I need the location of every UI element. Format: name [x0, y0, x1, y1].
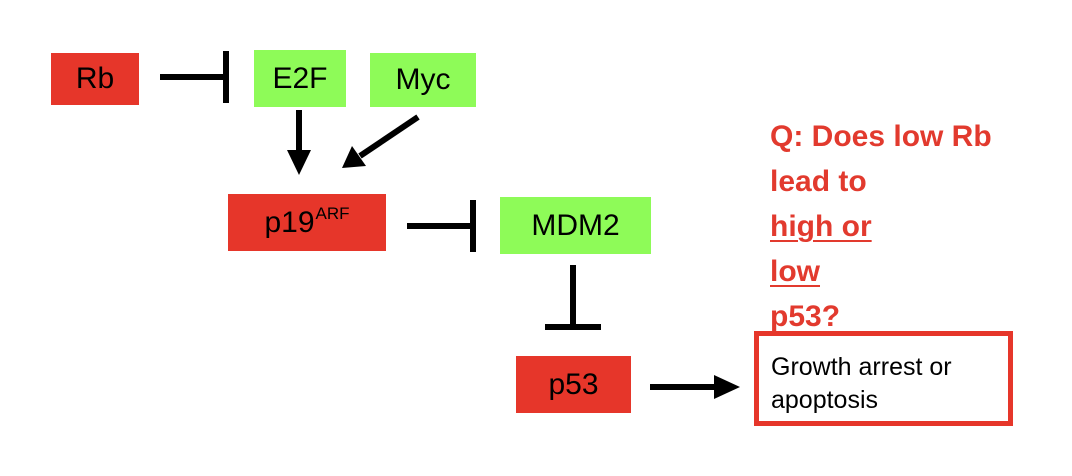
node-e2f: E2F — [254, 50, 346, 107]
outcome-line-2: apoptosis — [771, 386, 879, 414]
question-line-3-suffix: p53? — [770, 300, 841, 333]
edge-myc-activates-p19arf — [342, 114, 420, 168]
node-rb-label: Rb — [75, 62, 115, 95]
node-p19arf-label: p19ARF — [264, 203, 350, 239]
edge-mdm2-inhibits-p53 — [545, 265, 601, 330]
question-text: Q: Does low Rb lead to high or low p53? — [770, 114, 1050, 339]
outcome-line-1: Growth arrest or — [771, 353, 952, 381]
node-e2f-label: E2F — [272, 61, 328, 95]
question-emphasis-high-or: high or — [770, 210, 872, 243]
node-myc: Myc — [370, 53, 476, 107]
outcome-box: Growth arrest or apoptosis — [754, 331, 1013, 426]
node-myc-label: Myc — [395, 63, 451, 96]
node-p53: p53 — [516, 356, 631, 413]
question-emphasis-low: low — [770, 255, 820, 288]
edge-p53-activates-outcome — [650, 375, 740, 399]
node-p19arf: p19ARF — [228, 194, 386, 251]
node-mdm2: MDM2 — [500, 197, 651, 254]
edge-rb-inhibits-e2f — [160, 51, 229, 103]
node-p53-label: p53 — [548, 367, 599, 401]
question-line-2-prefix: lead to — [770, 165, 867, 198]
edge-p19arf-inhibits-mdm2 — [407, 200, 476, 252]
node-rb: Rb — [51, 53, 139, 105]
edge-e2f-activates-p19arf — [287, 110, 311, 175]
question-line-3: low p53? — [770, 249, 1050, 339]
question-line-1: Q: Does low Rb — [770, 120, 992, 153]
question-line-2: lead to high or — [770, 159, 1050, 249]
node-p19arf-superscript: ARF — [315, 203, 350, 223]
node-mdm2-label: MDM2 — [531, 208, 620, 242]
